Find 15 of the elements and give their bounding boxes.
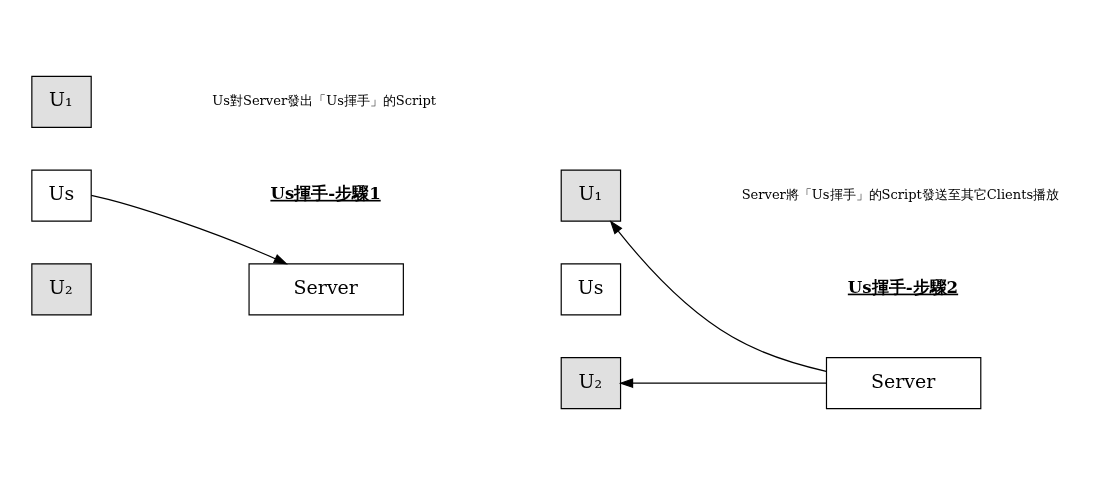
arrow (90, 194, 288, 265)
label: Us對Server發出「Us揮手」的Script (212, 93, 437, 109)
arrow (618, 378, 827, 389)
node-box: U₂ (31, 263, 92, 316)
node-box: U₁ (31, 75, 92, 128)
label: Server將「Us揮手」的Script發送至其它Clients播放 (741, 186, 1060, 202)
node-box: U₂ (560, 357, 622, 410)
node-box: Us (31, 169, 92, 222)
label: Us揮手-步驟1 (270, 182, 381, 203)
node-box: Us (560, 263, 622, 316)
node-box: U₁ (560, 169, 622, 222)
node-box: Server (248, 263, 404, 316)
arrow (609, 220, 827, 372)
label: Us揮手-步驟2 (847, 276, 959, 297)
node-box: Server (825, 357, 982, 410)
